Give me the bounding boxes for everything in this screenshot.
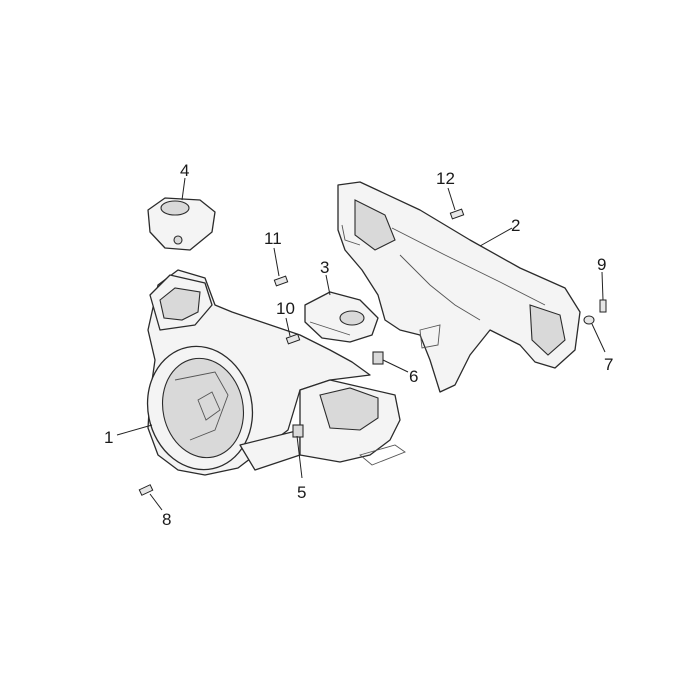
callout-6: 6 (409, 367, 418, 386)
leader-4 (181, 177, 186, 201)
callout-3: 3 (320, 258, 329, 277)
callout-11: 11 (264, 229, 282, 248)
callout-7: 7 (604, 355, 613, 374)
leader-1 (116, 424, 153, 436)
leader-10 (285, 317, 291, 337)
part-4-top-cap (147, 197, 216, 251)
part-12-screw (449, 208, 465, 220)
part-10-screw (285, 333, 301, 345)
part-3-small-cover (304, 291, 379, 343)
callout-4: 4 (180, 161, 189, 180)
callout-10: 10 (276, 299, 295, 318)
leader-3 (325, 274, 331, 296)
part-1-front-handlebar-cover (146, 269, 406, 476)
part-2-rear-handlebar-cover (337, 181, 581, 393)
callout-1: 1 (104, 428, 113, 447)
leader-8 (149, 493, 163, 511)
leader-11 (273, 247, 280, 277)
callout-labels: 1 2 3 4 5 6 7 8 9 10 11 12 (104, 161, 613, 529)
part-5-clip (292, 424, 304, 438)
callout-12: 12 (436, 169, 455, 188)
leader-12 (447, 187, 456, 211)
leader-lines (116, 177, 606, 511)
callout-8: 8 (162, 510, 171, 529)
part-11-screw (273, 275, 289, 287)
part-7-washer (583, 315, 595, 325)
part-9-screw (599, 299, 607, 313)
leader-7 (591, 323, 606, 353)
callout-9: 9 (597, 255, 606, 274)
callout-2: 2 (511, 216, 520, 235)
leader-5 (296, 435, 303, 479)
callout-5: 5 (297, 483, 306, 502)
leader-2 (479, 227, 513, 247)
leader-9 (601, 271, 604, 301)
part-8-screw (138, 484, 154, 496)
part-6-clip (372, 351, 384, 365)
leader-6 (382, 359, 409, 373)
